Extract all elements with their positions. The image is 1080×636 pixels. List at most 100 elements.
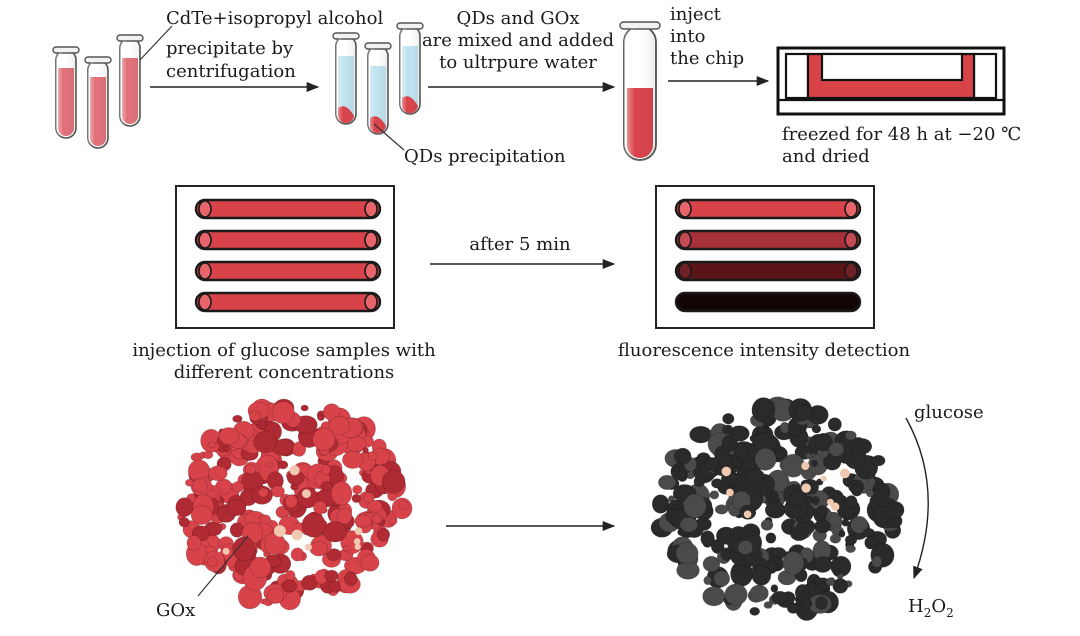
qd-gox-cluster-fluorescent: [175, 398, 413, 611]
nanoparticle: [724, 583, 748, 606]
nanoparticle: [336, 508, 353, 525]
nanoparticle: [845, 495, 858, 509]
nanoparticle: [804, 452, 812, 460]
nanoparticle: [192, 478, 209, 493]
nanoparticle: [388, 517, 398, 525]
test-tube-4: [332, 32, 360, 125]
nanoparticle: [352, 484, 363, 495]
nanoparticle: [765, 532, 777, 544]
gox-enzyme: [726, 488, 734, 497]
gox-enzyme: [801, 483, 811, 493]
nanoparticle: [816, 505, 829, 517]
gox-enzyme: [353, 538, 361, 545]
nanoparticle: [342, 545, 351, 552]
detection-caption: fluorescence intensity detection: [618, 340, 911, 361]
precipitate-label: QDs precipitation: [404, 146, 566, 167]
nanoparticle: [827, 417, 842, 432]
nanoparticle: [683, 493, 707, 519]
inject-label-line1: inject: [670, 4, 722, 25]
nanoparticle: [693, 475, 706, 488]
nanoparticle: [844, 508, 855, 520]
centrifugation-label-line2: centrifugation: [166, 61, 296, 82]
channel-3: [194, 260, 382, 282]
chip-top-view-after: [655, 185, 875, 329]
nanoparticle: [789, 425, 801, 437]
nanoparticle: [354, 514, 372, 528]
test-tube-3: [116, 34, 144, 127]
nanoparticle: [764, 501, 786, 519]
nanoparticle: [815, 596, 828, 610]
channel-1: [194, 198, 382, 220]
nanoparticle: [844, 430, 857, 441]
nanoparticle: [763, 601, 773, 609]
test-tube-mixed: [619, 21, 661, 161]
channel-2: [194, 229, 382, 251]
nanoparticle: [248, 410, 261, 422]
mixing-label-line3: to ultrpure water: [439, 52, 597, 73]
gox-enzyme: [354, 527, 363, 535]
nanoparticle: [231, 481, 245, 493]
nanoparticle: [813, 577, 823, 585]
nanoparticle: [342, 450, 364, 469]
nanoparticle: [190, 505, 213, 525]
nanoparticle: [321, 464, 332, 475]
nanoparticle: [745, 468, 765, 484]
nanoparticle: [833, 570, 840, 577]
nanoparticle: [871, 555, 883, 568]
nanoparticle: [232, 414, 243, 423]
freeze-label-line1: freezed for 48 h at −20 ℃: [782, 124, 1021, 145]
nanoparticle: [371, 514, 383, 524]
nanoparticle: [710, 538, 725, 554]
nanoparticle: [865, 489, 875, 498]
gox-enzyme: [302, 489, 311, 498]
reaction-time-label: after 5 min: [469, 234, 571, 255]
nanoparticle: [749, 584, 769, 602]
nanoparticle: [290, 547, 305, 562]
nanoparticle: [328, 416, 350, 436]
nanoparticle: [782, 551, 805, 575]
nanoparticle: [207, 557, 218, 567]
nanoparticle: [226, 499, 247, 517]
nanoparticle: [323, 521, 347, 543]
gox-enzyme: [354, 543, 361, 550]
gox-enzyme: [743, 510, 752, 519]
inject-label-line2: into: [670, 26, 705, 47]
nanoparticle: [218, 427, 240, 445]
nanoparticle: [301, 574, 319, 591]
nanoparticle: [868, 477, 876, 487]
nanoparticle: [203, 450, 214, 460]
h2o2-h: H: [908, 596, 924, 617]
channel-4: [194, 291, 382, 313]
nanoparticle: [771, 590, 789, 605]
test-tube-1: [52, 46, 80, 139]
nanoparticle: [714, 504, 729, 515]
nanoparticle: [270, 485, 285, 498]
nanoparticle: [249, 556, 272, 579]
nanoparticle: [728, 425, 750, 442]
gox-enzyme: [291, 529, 303, 541]
nanoparticle: [853, 438, 873, 455]
nanoparticle: [208, 465, 228, 481]
nanoparticle: [838, 529, 846, 538]
nanoparticle: [774, 448, 785, 459]
nanoparticle: [789, 488, 808, 507]
h2o2-sub2: 2: [946, 606, 954, 620]
nanoparticle: [722, 413, 735, 425]
nanoparticle: [344, 571, 358, 587]
glucose-label: glucose: [914, 402, 984, 423]
nanoparticle: [367, 451, 377, 462]
nanoparticle: [672, 466, 681, 473]
nanoparticle: [317, 414, 325, 421]
nanoparticle: [879, 484, 890, 496]
nanoparticle: [285, 570, 296, 581]
nanoparticle: [312, 427, 336, 452]
nanoparticle: [841, 518, 850, 527]
nanoparticle: [760, 519, 774, 531]
nanoparticle: [789, 525, 809, 542]
nanoparticle: [185, 478, 194, 487]
nanoparticle: [754, 447, 777, 471]
nanoparticle: [702, 555, 721, 572]
nanoparticle: [266, 462, 273, 468]
nanoparticle: [232, 536, 256, 562]
gox-enzyme: [274, 525, 286, 537]
